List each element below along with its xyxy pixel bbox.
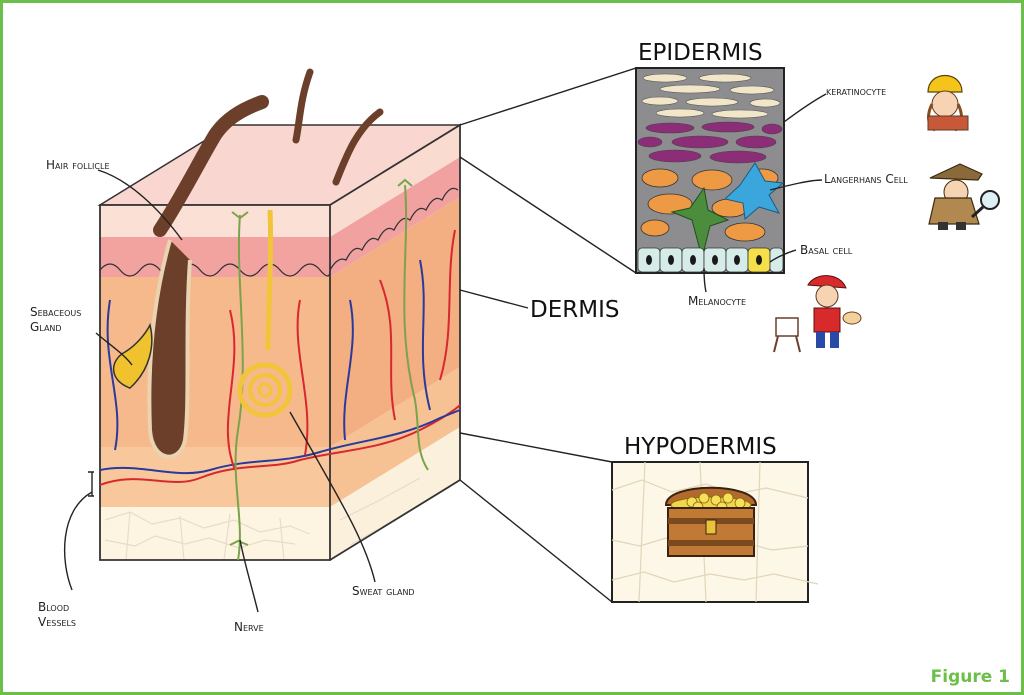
nerve-label: Nerve [234, 620, 264, 635]
treasure-chest-icon [666, 488, 756, 556]
hypodermis-title: HYPODERMIS [624, 434, 777, 460]
dermis-title: DERMIS [530, 297, 619, 323]
figure-caption: Figure 1 [931, 667, 1010, 687]
keratinocyte-label: keratinocyte [826, 84, 886, 99]
hardhat-worker-icon [928, 76, 968, 131]
langerhans-cell-label: Langerhans Cell [824, 172, 908, 187]
epidermis-inset [636, 68, 784, 273]
sebaceous-gland-label: Sebaceous Gland [30, 305, 81, 335]
painter-icon [774, 276, 861, 352]
hair-follicle-label: Hair follicle [46, 158, 110, 173]
basal-cell-label: Basal cell [800, 243, 852, 258]
detective-icon [929, 164, 999, 230]
melanocyte-label: Melanocyte [688, 294, 746, 309]
epidermis-title: EPIDERMIS [638, 40, 763, 66]
sweat-gland-label: Sweat gland [352, 584, 415, 599]
blood-vessels-label: Blood Vessels [38, 600, 76, 630]
